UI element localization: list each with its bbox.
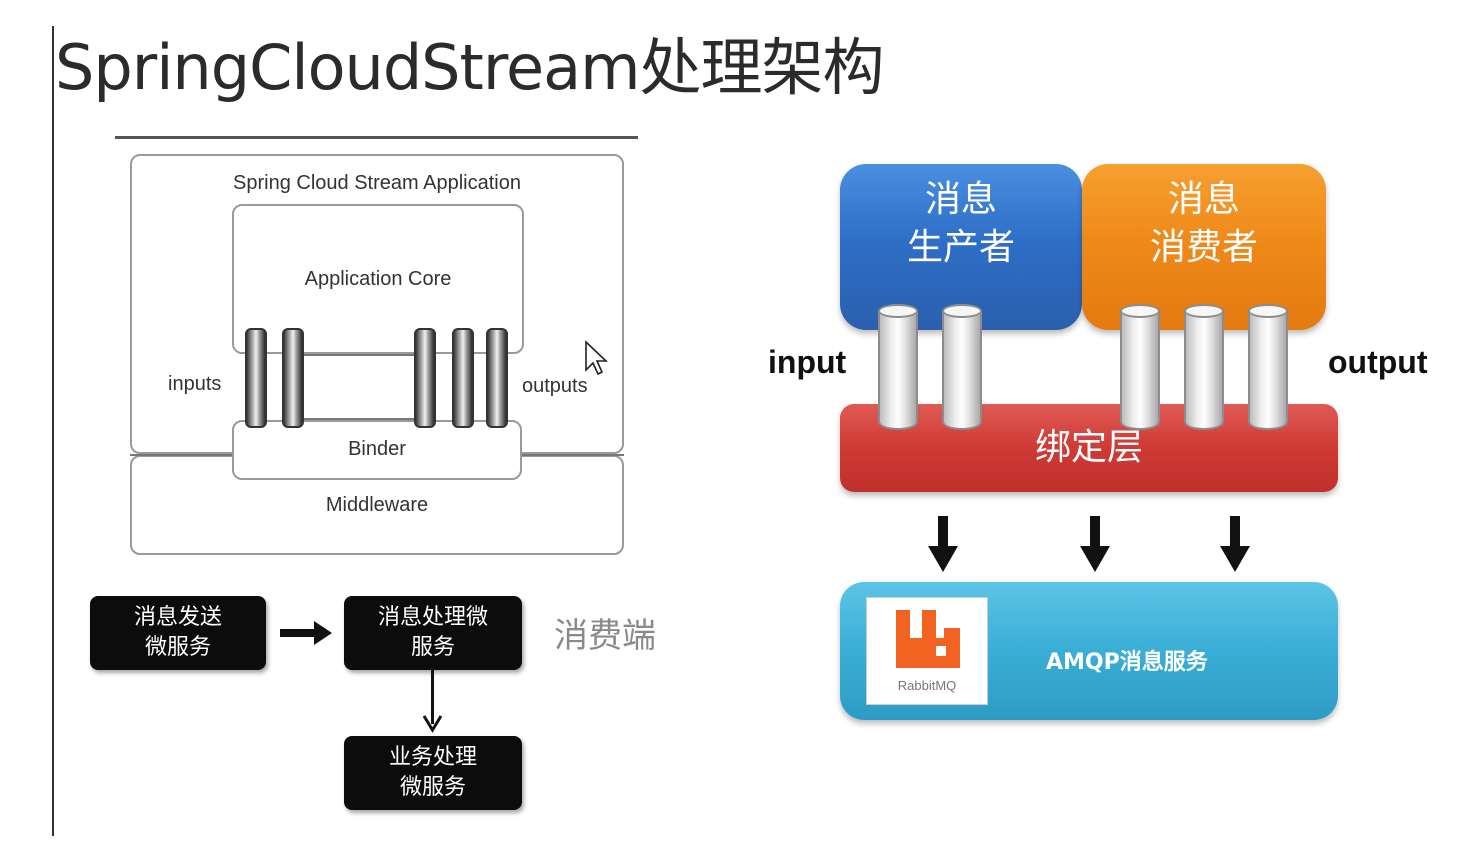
arrow-down-icon <box>1220 516 1250 572</box>
message-consumer-panel: 消息 消费者 <box>1082 164 1326 330</box>
rabbitmq-logo-icon <box>896 610 960 668</box>
input-channel-tube <box>245 328 267 428</box>
binder-connector-left <box>130 454 234 456</box>
channel-cylinder <box>1184 304 1224 430</box>
title-underline <box>115 136 638 139</box>
arrow-down-icon <box>928 516 958 572</box>
binder-label: Binder <box>348 438 406 460</box>
rabbitmq-logo-box: RabbitMQ <box>866 597 988 705</box>
channel-cylinder <box>942 304 982 430</box>
middleware-label: Middleware <box>325 494 429 516</box>
rabbitmq-logo-text: RabbitMQ <box>897 678 957 693</box>
application-core-label: Application Core <box>304 268 452 290</box>
channel-cylinder <box>1248 304 1288 430</box>
channel-wire-bottom <box>300 418 426 420</box>
arrow-right-icon <box>280 621 332 645</box>
message-producer-panel: 消息 生产者 <box>840 164 1082 330</box>
page-title: SpringCloudStream处理架构 <box>55 31 885 104</box>
input-label: input <box>768 344 847 380</box>
outputs-label: outputs <box>522 375 588 397</box>
output-channel-tube <box>414 328 436 428</box>
arrow-down-icon <box>1080 516 1110 572</box>
input-channel-tube <box>282 328 304 428</box>
left-border-line <box>52 26 54 836</box>
output-channel-tube <box>486 328 508 428</box>
application-core-frame <box>232 204 524 354</box>
business-process-service-box: 业务处理 微服务 <box>344 736 522 810</box>
channel-cylinder <box>1120 304 1160 430</box>
message-send-service-box: 消息发送 微服务 <box>90 596 266 670</box>
application-label: Spring Cloud Stream Application <box>233 172 521 194</box>
consumer-side-label: 消费端 <box>554 616 656 656</box>
arrow-down-icon <box>422 670 443 733</box>
mouse-cursor-icon <box>585 340 609 376</box>
binder-connector-right <box>520 454 624 456</box>
output-label: output <box>1328 344 1428 380</box>
amqp-service-label: AMQP消息服务 <box>1046 650 1208 675</box>
output-channel-tube <box>452 328 474 428</box>
message-process-service-box: 消息处理微 服务 <box>344 596 522 670</box>
channel-cylinder <box>878 304 918 430</box>
inputs-label: inputs <box>168 373 222 395</box>
binder-frame <box>232 420 522 480</box>
channel-wire-top <box>300 354 426 356</box>
